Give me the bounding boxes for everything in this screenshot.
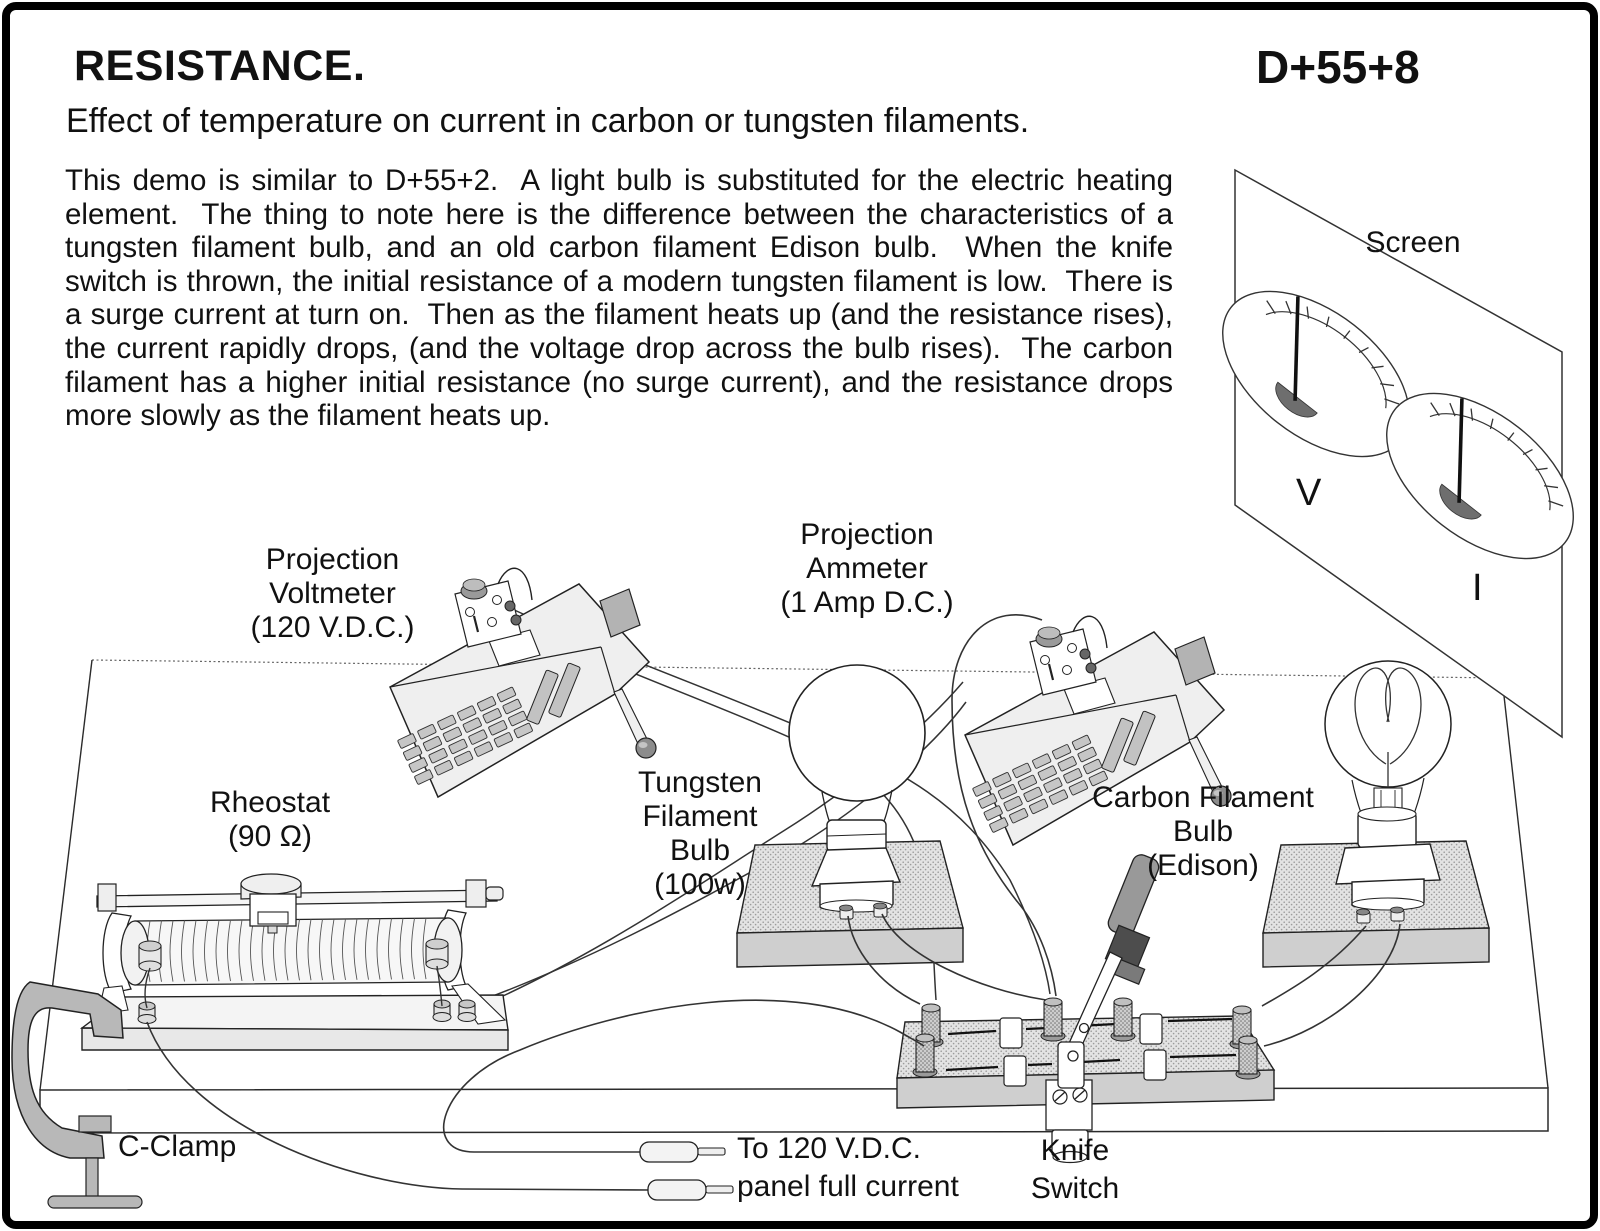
rheostat-terminals (137, 999, 477, 1024)
screen-label: Screen (1365, 226, 1461, 259)
page-subtitle: Effect of temperature on current in carb… (66, 102, 1030, 140)
carbon-bulb-label: Carbon Filament Bulb (Edison) (1092, 781, 1314, 882)
rheostat (79, 873, 509, 1051)
banana-plug (647, 1179, 707, 1201)
rheostat-slider (240, 873, 302, 934)
rheostat-label: Rheostat (90 Ω) (209, 786, 331, 853)
projection-ammeter-label: Projection Ammeter (1 Amp D.C.) (780, 518, 954, 619)
knife-switch-label: Knife Switch (1030, 1134, 1120, 1206)
tungsten-base-terminals (839, 902, 888, 920)
rheostat-coil (146, 918, 427, 982)
switch-binding-posts (912, 997, 1261, 1080)
switch-clips (999, 1013, 1167, 1087)
carbon-bulb-station (1262, 660, 1490, 968)
edison-filament (1354, 667, 1422, 790)
banana-plug (639, 1141, 699, 1163)
tungsten-bulb-globe (788, 664, 926, 802)
description-paragraph: This demo is similar to D+55+2. A light … (65, 164, 1182, 433)
edison-base-terminals (1356, 906, 1405, 924)
c-clamp-label: C-Clamp (118, 1130, 237, 1163)
projection-screen: V I (1190, 168, 1600, 739)
tungsten-bulb-station (736, 664, 964, 968)
knife-switch-lever (1057, 854, 1160, 1089)
panel-plugs (639, 1141, 734, 1201)
meter-v-label: V (1296, 472, 1322, 514)
wires-over (146, 614, 1401, 1191)
projection-voltmeter-label: Projection Voltmeter (120 V.D.C.) (250, 543, 415, 644)
clamp-screw-handle (47, 1195, 143, 1209)
meter-i-label: I (1472, 567, 1483, 609)
table-apron (39, 1087, 1549, 1134)
page-title: RESISTANCE. (74, 42, 366, 90)
knife-switch (896, 997, 1276, 1164)
tungsten-bulb-label: Tungsten Filament Bulb (100w) (638, 766, 762, 901)
panel-connection-label: To 120 V.D.C. panel full current (737, 1132, 959, 1204)
c-clamp (11, 981, 143, 1209)
catalog-code: D+55+8 (1256, 41, 1420, 93)
